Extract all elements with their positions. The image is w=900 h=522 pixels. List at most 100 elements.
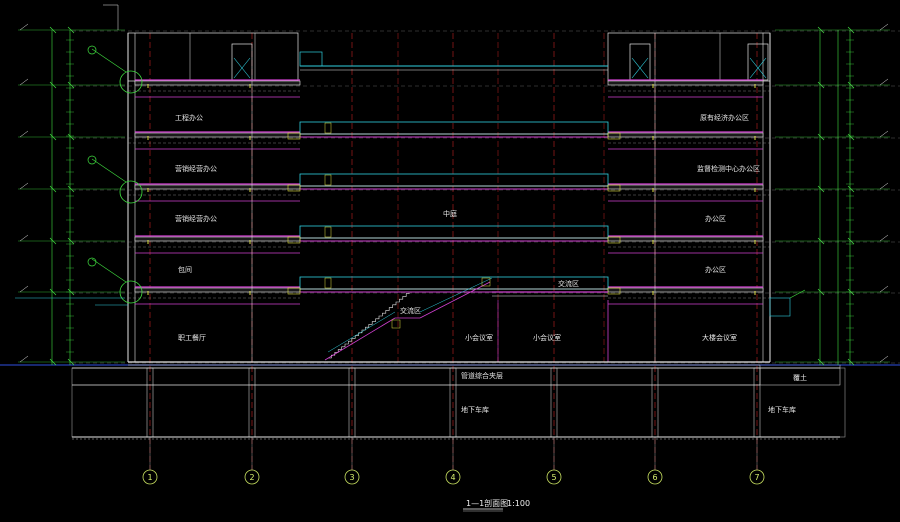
dimension-tick [67, 81, 75, 89]
bridge-joint [287, 184, 301, 192]
drawing-geometry [0, 4, 900, 470]
drawing-title: 1—1剖面图 [466, 498, 508, 508]
dimension-tick [817, 133, 825, 141]
callout-bubble [87, 155, 97, 165]
dimension-tick [847, 185, 855, 193]
stair-stringer [324, 317, 396, 361]
dimension-tick [67, 358, 75, 366]
callout-leader [91, 48, 127, 73]
dimension-tick [67, 133, 75, 141]
floor-slab [134, 132, 301, 138]
room-label-left-0: 职工餐厅 [178, 333, 206, 342]
basement-column [248, 367, 256, 438]
dimension-tick [49, 26, 57, 34]
stair-rail [327, 311, 396, 353]
dimension-tick [847, 133, 855, 141]
axis-bubble: 1 [142, 469, 158, 485]
axis-bubble: 3 [344, 469, 360, 485]
floor-slab [607, 236, 764, 242]
callout-leader [789, 289, 806, 299]
soil-label: 覆土 [793, 373, 807, 382]
elevation-mark [879, 182, 889, 190]
elevation-mark [19, 355, 29, 363]
dimension-tick [817, 185, 825, 193]
side-detail [769, 297, 791, 317]
room-label-left-1: 包间 [178, 265, 192, 274]
dimension-tick [49, 185, 57, 193]
basement-column [550, 367, 558, 438]
dimension-tick [817, 26, 825, 34]
callout-leader [91, 258, 127, 283]
callout-bubble [87, 45, 97, 55]
floor-slab [134, 236, 301, 242]
elevation-mark [879, 355, 889, 363]
rooftop-door [749, 57, 767, 79]
basement-outline [71, 367, 846, 438]
dimension-tick [817, 288, 825, 296]
dimension-tick [847, 358, 855, 366]
floor-slab [134, 287, 301, 293]
basement-column [753, 367, 761, 438]
basement-label-pipes: 管道综合夹层 [461, 371, 503, 380]
room-label-right-3: 监督检测中心办公区 [697, 164, 760, 173]
floor-slab [134, 184, 301, 190]
room-label-right-1: 办公区 [705, 265, 726, 274]
room-label-left-3: 营销经营办公 [175, 164, 217, 173]
bridge-joint [287, 236, 301, 244]
roof-parapet [607, 32, 771, 82]
axis-bubble: 2 [244, 469, 260, 485]
room-label-right-0: 大楼会议室 [702, 333, 737, 342]
rooftop-door [233, 57, 251, 79]
dimension-tick [49, 358, 57, 366]
bridge-rail [324, 174, 332, 186]
svg-text:3: 3 [349, 473, 354, 482]
elevation-mark [879, 23, 889, 31]
svg-text:7: 7 [754, 473, 759, 482]
corridor-label-1: 交流区 [400, 306, 421, 315]
corridor-label-2: 交流区 [558, 279, 579, 288]
detail-callout [119, 180, 143, 204]
atrium-label: 中庭 [443, 209, 457, 218]
basement-column [146, 367, 154, 438]
basement-column [449, 367, 457, 438]
elevation-mark [879, 78, 889, 86]
meeting-label-1: 小会议室 [465, 333, 493, 342]
stair-stringer [419, 281, 491, 319]
dimension-tick [847, 81, 855, 89]
roof-parapet [127, 32, 299, 82]
dimension-tick [817, 237, 825, 245]
rooftop-door [631, 57, 649, 79]
room-label-left-4: 工程办公 [175, 113, 203, 122]
dimension-tick [817, 81, 825, 89]
basement-label-garage: 地下车库 [461, 405, 489, 414]
rooftop-door [231, 43, 253, 81]
floor-slab [607, 184, 764, 190]
rooftop-door [629, 43, 651, 81]
svg-text:5: 5 [551, 473, 556, 482]
svg-text:1: 1 [147, 473, 152, 482]
stair-post [391, 319, 401, 329]
bridge-joint [287, 132, 301, 140]
axis-bubble: 6 [647, 469, 663, 485]
atrium-bridge [299, 121, 609, 135]
elevation-mark [19, 130, 29, 138]
floor-slab [134, 80, 301, 86]
basement-column [348, 367, 356, 438]
dimension-tick [49, 133, 57, 141]
dimension-tick [847, 26, 855, 34]
bridge-joint [607, 132, 621, 140]
dimension-tick [67, 26, 75, 34]
floor-slab [607, 132, 764, 138]
bridge-rail [324, 277, 332, 289]
elevation-mark [879, 130, 889, 138]
atrium-bridge [299, 225, 609, 239]
dimension-tick [49, 81, 57, 89]
dimension-tick [67, 237, 75, 245]
elevation-mark [19, 23, 29, 31]
elevation-mark [879, 285, 889, 293]
stair [328, 293, 410, 359]
callout-leader [91, 158, 127, 183]
elevation-mark [19, 234, 29, 242]
elevation-mark [19, 182, 29, 190]
